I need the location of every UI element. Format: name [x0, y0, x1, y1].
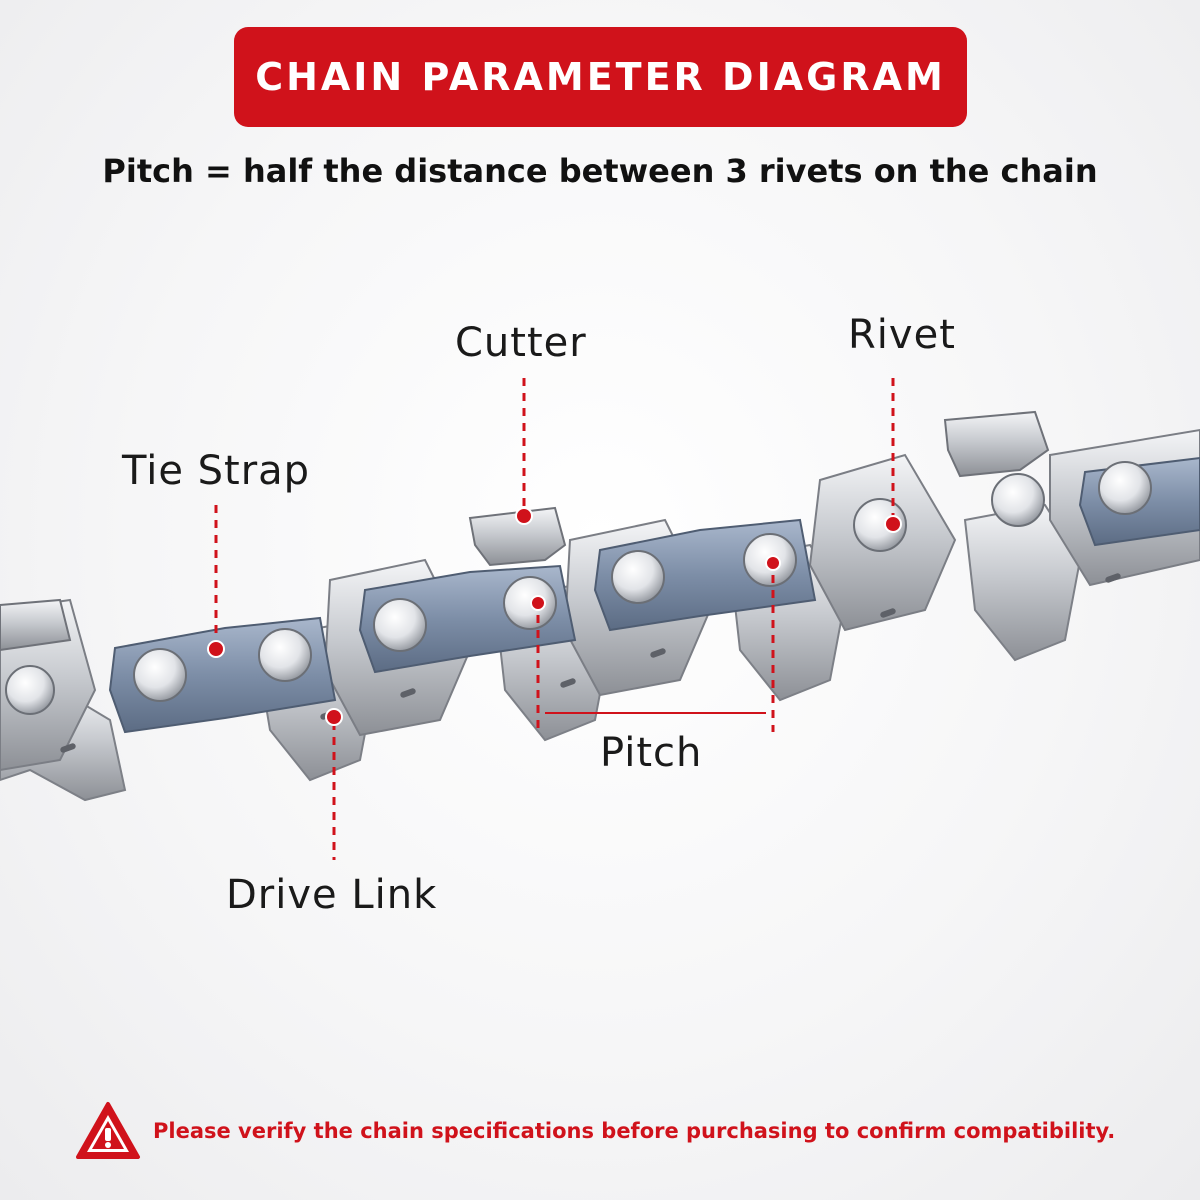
rivet-callout-target — [853, 498, 907, 552]
drive-link-slots — [60, 573, 1121, 753]
rivet-label: Rivet — [848, 312, 956, 358]
compatibility-notice: Please verify the chain specifications b… — [75, 1096, 1155, 1166]
page-title: CHAIN PARAMETER DIAGRAM — [255, 55, 946, 99]
drive-link-label: Drive Link — [226, 872, 438, 918]
cutter-tooth — [468, 506, 567, 567]
pitch-label: Pitch — [600, 730, 703, 776]
compatibility-notice-text: Please verify the chain specifications b… — [153, 1119, 1116, 1143]
title-banner: CHAIN PARAMETER DIAGRAM — [234, 27, 967, 127]
tie-strap-label: Tie Strap — [122, 448, 311, 494]
callout-lines — [214, 378, 895, 860]
warning-icon — [76, 1102, 140, 1159]
callout-dots — [207, 507, 902, 726]
cutter-teeth — [0, 410, 1050, 652]
cutter-label: Cutter — [455, 320, 587, 366]
pitch-definition: Pitch = half the distance between 3 rive… — [102, 152, 1098, 190]
rivets — [5, 461, 1152, 715]
